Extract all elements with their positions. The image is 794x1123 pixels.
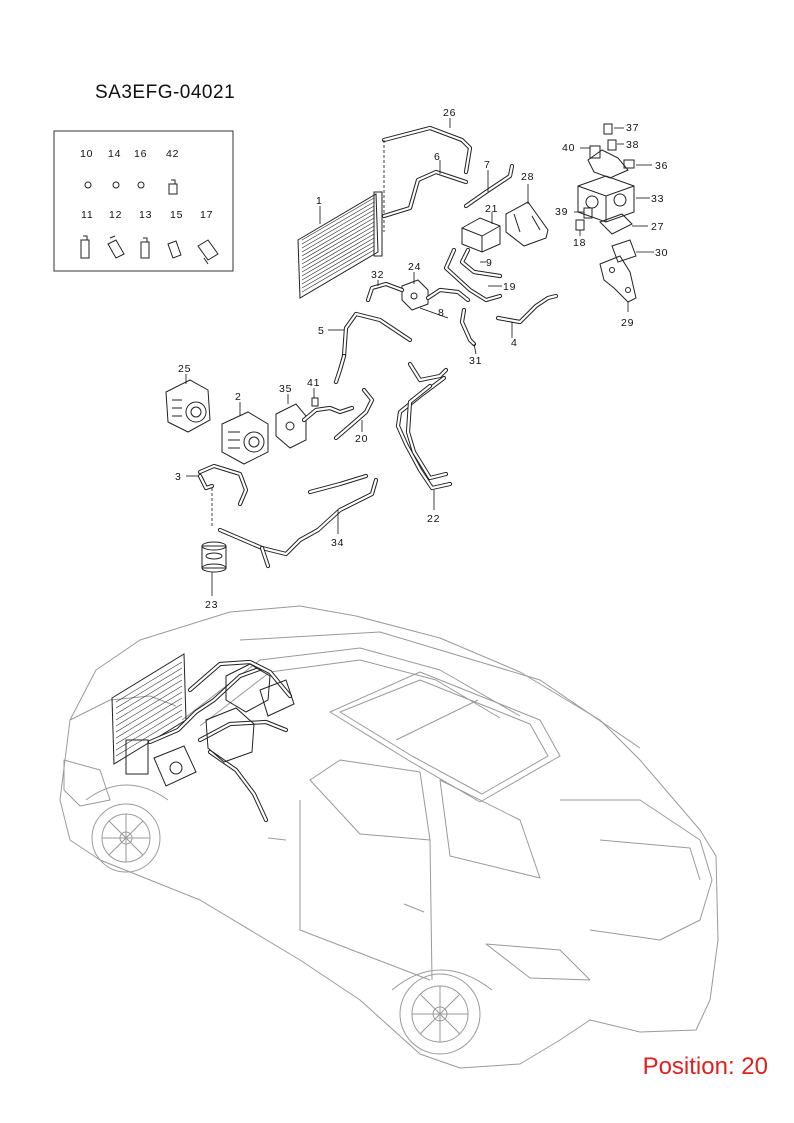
bracket-27 <box>599 213 648 235</box>
callout-40: 40 <box>562 142 575 154</box>
callout-21: 21 <box>485 203 498 215</box>
connector-37 <box>603 123 624 135</box>
compressor-2 <box>221 402 269 465</box>
pipe-4 <box>495 293 559 338</box>
callout-30: 30 <box>655 247 668 259</box>
valve-42-icon <box>168 179 178 195</box>
callout-24: 24 <box>408 261 421 273</box>
valve-15-icon <box>167 240 182 259</box>
callout-38: 38 <box>626 139 639 151</box>
callout-20: 20 <box>355 433 368 445</box>
condenser-1 <box>297 191 383 299</box>
compressor-25 <box>165 374 211 433</box>
small-parts-inset: 10 14 16 42 11 12 13 15 17 <box>53 130 234 272</box>
valve-40 <box>580 145 601 159</box>
callout-37: 37 <box>626 122 639 134</box>
hose-8 <box>419 287 471 319</box>
bracket-30 <box>611 239 654 263</box>
bracket-28 <box>505 184 549 247</box>
inset-label-15: 15 <box>170 209 183 221</box>
callout-26: 26 <box>443 107 456 119</box>
callout-3: 3 <box>175 471 182 483</box>
hose-9 <box>459 247 503 279</box>
inset-label-16: 16 <box>134 148 147 160</box>
callout-8: 8 <box>438 307 445 319</box>
inset-label-11: 11 <box>81 209 94 221</box>
hose-6 <box>381 160 469 219</box>
sensor-39 <box>574 207 593 219</box>
callout-19: 19 <box>503 281 516 293</box>
bracket-35 <box>275 394 307 449</box>
bracket-29 <box>599 255 637 312</box>
callout-31: 31 <box>469 355 482 367</box>
inset-label-10: 10 <box>80 148 93 160</box>
inset-label-14: 14 <box>108 148 121 160</box>
hose-32 <box>365 280 405 303</box>
sensor-12-icon <box>107 235 125 259</box>
pipe-5 <box>328 311 413 385</box>
hose-31 <box>459 307 477 355</box>
expansion-valve-24 <box>401 272 429 311</box>
connector-38 <box>607 139 624 151</box>
callout-29: 29 <box>621 317 634 329</box>
inset-label-42: 42 <box>166 148 179 160</box>
pressure-switch-17-icon <box>197 239 219 265</box>
diagram-code: SA3EFG-04021 <box>95 82 236 103</box>
installed-system <box>111 653 295 823</box>
harness-41 <box>301 388 355 423</box>
inset-label-17: 17 <box>200 209 213 221</box>
callout-28: 28 <box>521 171 534 183</box>
position-label: Position: 20 <box>642 1053 768 1080</box>
inset-label-12: 12 <box>109 209 122 221</box>
callout-36: 36 <box>655 160 668 172</box>
callout-27: 27 <box>651 221 664 233</box>
callout-5: 5 <box>318 325 325 337</box>
callout-41: 41 <box>307 377 320 389</box>
callout-33: 33 <box>651 193 664 205</box>
o-ring-10-icon <box>84 181 92 189</box>
callout-9: 9 <box>486 257 493 269</box>
callout-6: 6 <box>434 151 441 163</box>
callout-34: 34 <box>331 537 344 549</box>
callout-39: 39 <box>555 206 568 218</box>
pipe-22 <box>395 361 453 510</box>
callout-7: 7 <box>484 159 491 171</box>
clip-18 <box>575 219 585 236</box>
callout-32: 32 <box>371 269 384 281</box>
hose-3 <box>186 463 249 528</box>
inset-label-13: 13 <box>139 209 152 221</box>
o-ring-16-icon <box>137 181 145 189</box>
hose-7 <box>463 163 515 209</box>
callout-4: 4 <box>511 337 518 349</box>
callout-35: 35 <box>279 383 292 395</box>
valve-core-13-icon <box>140 237 150 259</box>
callout-22: 22 <box>427 513 440 525</box>
callout-25: 25 <box>178 363 191 375</box>
heat-pump-module-33 <box>577 149 650 223</box>
receiver-drier-23 <box>201 541 227 596</box>
hose-20 <box>333 387 375 441</box>
callout-2: 2 <box>235 391 242 403</box>
sensor-36 <box>623 159 652 169</box>
callout-18: 18 <box>573 237 586 249</box>
vehicle-illustration <box>59 605 719 1069</box>
callout-1: 1 <box>316 195 323 207</box>
valve-block-21 <box>461 212 501 253</box>
pipe-34 <box>217 473 379 569</box>
callout-23: 23 <box>205 599 218 611</box>
valve-core-11-icon <box>80 235 90 259</box>
hose-19 <box>443 247 503 303</box>
o-ring-14-icon <box>112 181 120 189</box>
